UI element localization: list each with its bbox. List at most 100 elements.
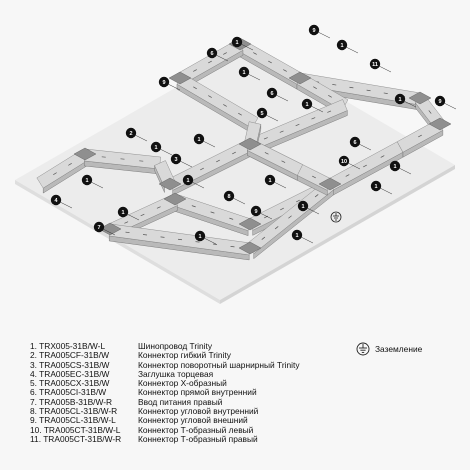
track-slot [327,110,332,113]
track-slot [314,194,319,198]
badge-number: 1 [268,178,271,184]
track-slot [125,231,130,233]
track-slot [313,86,317,89]
legend-item-code: 9. TRA005CL-31B/W-L [30,415,116,426]
track-segment [396,119,444,158]
badge-circle [93,221,105,233]
callout-badge: 1 [389,160,401,172]
callout-badge: 1 [297,200,309,212]
callout-badge: 11 [369,58,381,70]
badge-circle [250,205,262,217]
track-slot [264,152,269,155]
badge-number: 1 [295,233,298,239]
badge-circle [266,87,278,99]
badge-number: 10 [341,159,347,165]
badge-number: 1 [154,145,157,151]
badge-circle [338,155,350,167]
legend-item-desc: Коннектор прямой внутренний [138,387,257,398]
ground-icon [356,342,370,356]
legend-item-code: 11. TRA005CT-31B/W-R [30,433,122,444]
track-slot [124,221,129,224]
badge-circle [182,174,194,186]
connector [428,117,452,131]
connector [318,177,342,191]
track-slot [283,69,287,72]
callout-badge: 6 [206,47,218,59]
callout-badge: 1 [238,66,250,78]
track-slot [223,52,227,55]
track-slot [383,92,388,94]
badge-circle [256,107,268,119]
legend-item-desc: Коннектор Т-образный левый [138,424,254,435]
badge-circle [193,133,205,145]
ground-legend: Заземление [356,342,422,356]
badge-number: 1 [340,43,343,49]
badge-circle [394,93,406,105]
track-slot [366,89,371,92]
badge-number: 1 [235,40,238,46]
callout-badge: 1 [301,98,313,110]
track-slot [230,246,235,248]
legend-item-code: 1. TRX005-31B/W-L [30,341,106,351]
callout-badge: 1 [291,229,303,241]
track-slot [345,174,350,177]
legend-item: 7. TRA005B-31B/W-R Ввод питания правый [30,396,300,407]
track-slot [363,164,367,168]
ground-label: Заземление [375,344,423,354]
track-slot [177,238,183,241]
legend-item-code: 2. TRA005CF-31B/W [30,350,109,361]
badge-number: 9 [438,99,441,105]
track-slot [160,236,165,238]
legend-item-desc: Коннектор Т-образный правый [138,433,258,444]
callout-badge: 1 [182,174,194,186]
callout-badge: 9 [434,95,446,107]
badge-circle [117,206,129,218]
legend-item-code: 7. TRA005B-31B/W-R [30,396,113,407]
legend-item-desc: Ввод питания правый [138,396,223,407]
track-slot [281,160,286,163]
legend-item-code: 8. TRA005CL-31B/W-R [30,406,118,417]
connector [238,217,262,231]
callout-badge: 1 [150,141,162,153]
connector [408,91,432,105]
track-slot [229,217,234,220]
badge-circle [125,127,137,139]
badge-circle [150,141,162,153]
callout-badge: 6 [349,136,361,148]
callout-badge: 9 [158,76,170,88]
track-slot [312,175,316,179]
badge-circle [297,200,309,212]
track-slot [193,69,197,72]
callout-badge: 10 [338,155,350,167]
badge-circle [238,66,250,78]
track-slot [311,117,316,120]
badge-circle [349,136,361,148]
ceiling-plane [15,45,455,300]
callout-badge: 1 [231,36,243,48]
callout-badge: 4 [50,194,62,206]
track-slot [349,86,354,89]
badge-number: 6 [210,51,213,57]
badge-number: 1 [186,178,189,184]
callout-badge: 1 [336,39,348,51]
callout-badge: 9 [308,24,320,36]
ground-symbol [330,211,342,223]
badge-circle [301,98,313,110]
callout-badge: 3 [170,153,182,165]
badge-circle [264,174,276,186]
legend-item-desc: Коннектор поворотный шарнирный Trinity [138,359,300,370]
track-slot [200,167,204,171]
track-slot [253,52,257,55]
callout-badge: 6 [266,87,278,99]
badge-number: 1 [301,204,304,210]
badge-circle [389,160,401,172]
connector [238,137,262,151]
badge-circle [291,229,303,241]
track-slot [328,95,332,98]
callout-badge: 1 [117,206,129,218]
track-slot [279,130,284,133]
